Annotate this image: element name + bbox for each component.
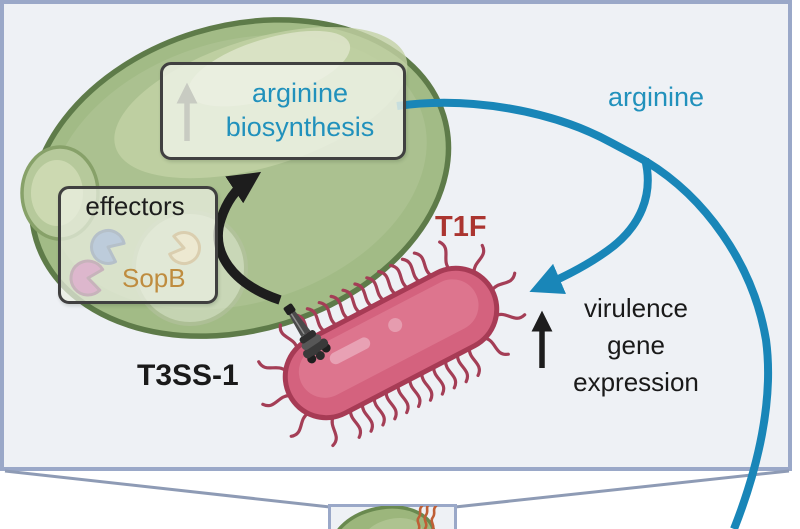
t3ss-needle-icon [283, 303, 331, 364]
virulence-line3: expression [573, 367, 699, 397]
virulence-line2: gene [607, 330, 665, 360]
flagellum-squiggle [430, 506, 438, 529]
bacterium [257, 240, 527, 448]
arginine-biosynthesis-box [160, 62, 406, 160]
effectors-box-title: effectors [85, 191, 185, 221]
fimbria-hair [261, 394, 292, 408]
effectors-box [58, 186, 218, 304]
virulence-line1: virulence [583, 293, 689, 323]
t3ss-1-label: T3SS-1 [137, 359, 239, 392]
fimbria-hair [400, 257, 422, 284]
arginine-export-arrow [396, 98, 773, 529]
fimbria-hair [412, 251, 434, 278]
fimbria-hair [432, 365, 446, 396]
sopb-label: SopB [122, 263, 186, 293]
arginine-feedback-arrow [529, 158, 652, 294]
arginine-box-line1: arginine [251, 78, 349, 108]
bacterium-spot [388, 318, 403, 333]
virulence-gene-expression-label: virulence gene expression [556, 290, 716, 401]
fimbria-hair [372, 396, 386, 427]
inset-panel-content [331, 506, 438, 529]
fimbria-hair [305, 307, 327, 333]
fimbria-hair [443, 359, 458, 390]
curved-arrow-icon [213, 171, 282, 305]
fimbria-hair [408, 377, 422, 409]
arginine-label: arginine [607, 82, 705, 112]
bacterium-spot [329, 337, 371, 365]
fimbria-hair [467, 346, 481, 378]
fimbria-hair [396, 383, 410, 415]
flagella-icon [416, 506, 438, 529]
fimbria-hair [348, 408, 363, 439]
arginine-box-line2: biosynthesis [225, 112, 375, 142]
fimbria-hair [353, 282, 374, 309]
fimbria-hair [341, 288, 362, 315]
fimbria-hair [365, 276, 386, 303]
fimbria-hair [329, 294, 350, 321]
flagellum-squiggle [423, 506, 430, 529]
inset-host-cell-highlight [363, 518, 423, 529]
flagellum-squiggle [416, 506, 424, 529]
funnel-right-line [454, 469, 790, 509]
bacterium-highlight [298, 279, 479, 398]
fimbria-hair [360, 402, 374, 433]
funnel-left-line [4, 469, 331, 509]
arginine-biosynthesis-text: arginine biosynthesis [202, 76, 398, 144]
fimbria-hair [388, 263, 410, 290]
fimbria-hair [490, 271, 517, 292]
fimbria-hair [455, 353, 470, 384]
fimbria-hair [420, 371, 434, 402]
fimbria-hair [317, 300, 339, 327]
t1f-label: T1F [435, 211, 487, 243]
fimbria-hair [377, 270, 398, 296]
fimbria-hair [384, 390, 398, 421]
